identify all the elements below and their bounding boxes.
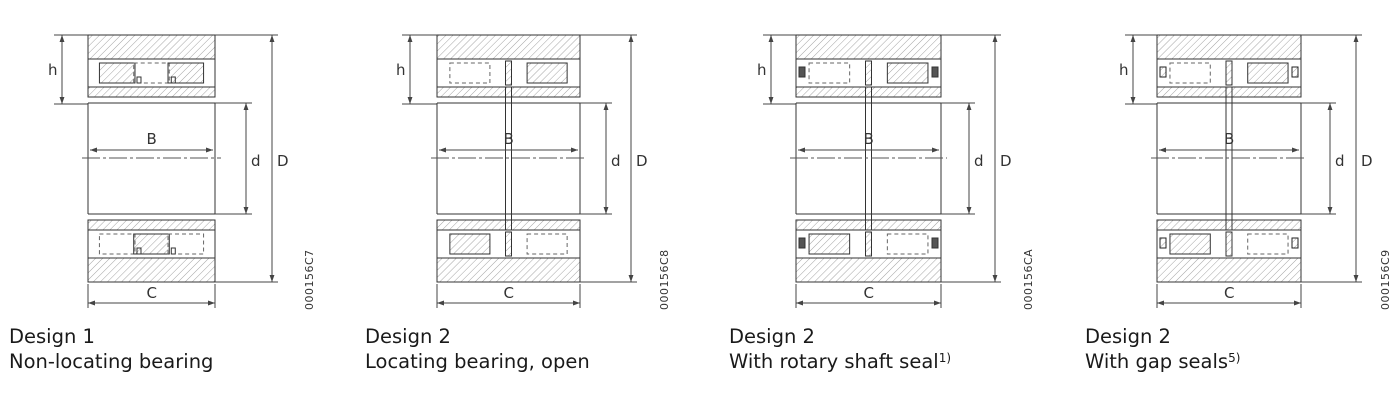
dimension-B-label: B [504, 130, 514, 148]
caption-subtitle: With gap seals5) [1085, 350, 1241, 373]
roller-hatched [808, 233, 851, 255]
roller-hatched [167, 62, 205, 84]
dimension-C-label: C [1224, 284, 1234, 302]
cage-tab [136, 247, 142, 255]
dimension-B-label: B [1224, 130, 1234, 148]
caption-design-1: Design 1 Non-locating bearing [9, 324, 213, 374]
figure-code: 000156C8 [658, 249, 671, 310]
dimension-d-label: d [251, 152, 261, 170]
roller-hidden [98, 233, 136, 255]
caption-subtitle: With rotary shaft seal1) [729, 350, 952, 373]
rotary-seal [798, 66, 806, 78]
inner-ring-band [436, 219, 581, 231]
gap-seal [1291, 66, 1299, 78]
cage-tab [170, 247, 176, 255]
dimension-D-label: D [636, 152, 648, 170]
roller-hidden [526, 233, 568, 255]
caption-title: Design 2 [1085, 325, 1171, 348]
center-rib [505, 231, 512, 257]
caption-design-2-rotary-seal: Design 2 With rotary shaft seal1) [729, 324, 951, 374]
roller-hatched [886, 62, 929, 84]
inner-ring-band [1156, 86, 1302, 98]
inner-ring-band [436, 86, 581, 98]
cage-tab [170, 76, 176, 84]
center-rib [865, 231, 872, 257]
roller-hidden [133, 62, 170, 84]
center-rib [1225, 231, 1233, 257]
caption-title: Design 2 [365, 325, 451, 348]
inner-ring-band [795, 86, 942, 98]
center-rib [1225, 60, 1233, 86]
inner-ring-band [795, 219, 942, 231]
outer-ring-bottom [795, 257, 942, 283]
caption-subtitle: Non-locating bearing [9, 350, 214, 373]
dimension-C-label: C [147, 284, 157, 302]
roller-hatched [1247, 62, 1289, 84]
center-rib [865, 60, 872, 86]
roller-hidden [886, 233, 929, 255]
roller-hidden [1247, 233, 1289, 255]
caption-title: Design 1 [9, 325, 95, 348]
caption-title: Design 2 [729, 325, 815, 348]
figure-code: 000156C7 [303, 249, 316, 310]
dimension-h-label: h [48, 61, 58, 79]
roller-hatched [1169, 233, 1211, 255]
rotary-seal [798, 237, 806, 249]
outer-ring-bottom [436, 257, 581, 283]
dimension-B-label: B [147, 130, 157, 148]
outer-ring-top [436, 34, 581, 60]
roller-hatched [133, 233, 170, 255]
dimension-d-label: d [974, 152, 984, 170]
gap-seal [1291, 237, 1299, 249]
caption-subtitle: Locating bearing, open [365, 350, 590, 373]
dimension-d-label: d [611, 152, 621, 170]
caption-design-2-gap-seals: Design 2 With gap seals5) [1085, 324, 1240, 374]
outer-ring-bottom [87, 257, 216, 283]
roller-hidden [449, 62, 491, 84]
gap-seal [1159, 66, 1167, 78]
outer-ring-top [1156, 34, 1302, 60]
dimension-B-label: B [864, 130, 874, 148]
footnote-marker: 5) [1228, 351, 1241, 365]
dimension-d-label: d [1335, 152, 1345, 170]
caption-design-2-open: Design 2 Locating bearing, open [365, 324, 590, 374]
dimension-C-label: C [864, 284, 874, 302]
outer-ring-top [795, 34, 942, 60]
roller-hidden [167, 233, 205, 255]
roller-hatched [98, 62, 136, 84]
inner-ring-band [87, 86, 216, 98]
rotary-seal [931, 237, 939, 249]
gap-seal [1159, 237, 1167, 249]
dimension-C-label: C [504, 284, 514, 302]
dimension-h-label: h [396, 61, 406, 79]
inner-ring-band [87, 219, 216, 231]
rotary-seal [931, 66, 939, 78]
dimension-D-label: D [1361, 152, 1373, 170]
footnote-marker: 1) [938, 351, 952, 365]
outer-ring-bottom [1156, 257, 1302, 283]
center-rib [505, 60, 512, 86]
roller-hidden [1169, 62, 1211, 84]
cage-tab [136, 76, 142, 84]
roller-hatched [526, 62, 568, 84]
inner-ring-band [1156, 219, 1302, 231]
roller-hidden [808, 62, 851, 84]
roller-hatched [449, 233, 491, 255]
figure-code: 000156C9 [1379, 249, 1392, 310]
figure-code: 000156CA [1022, 249, 1035, 310]
dimension-h-label: h [1119, 61, 1129, 79]
dimension-h-label: h [757, 61, 767, 79]
dimension-D-label: D [277, 152, 289, 170]
outer-ring-top [87, 34, 216, 60]
dimension-D-label: D [1000, 152, 1012, 170]
